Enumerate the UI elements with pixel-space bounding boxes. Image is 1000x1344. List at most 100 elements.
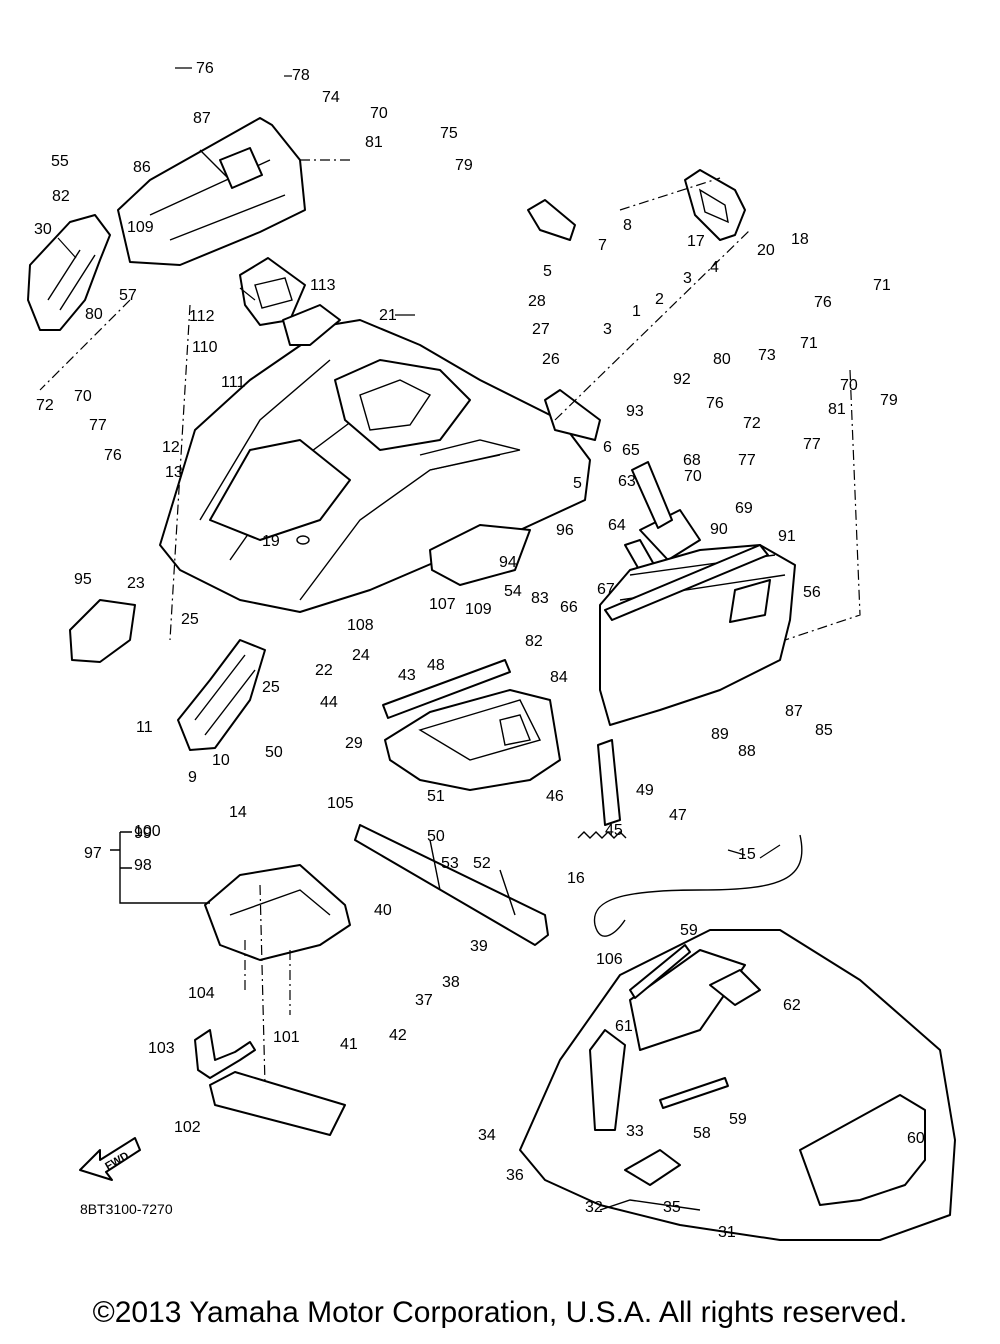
part-label: 87 bbox=[193, 110, 211, 127]
part-label: 93 bbox=[626, 403, 644, 420]
part-label: 105 bbox=[327, 795, 354, 812]
bracket-17 bbox=[684, 169, 746, 241]
part-label: 35 bbox=[663, 1199, 681, 1216]
part-label: 40 bbox=[374, 902, 392, 919]
part-label: 48 bbox=[427, 657, 445, 674]
part-label: 80 bbox=[85, 306, 103, 323]
part-label: 110 bbox=[192, 339, 218, 356]
part-label: 82 bbox=[52, 188, 70, 205]
part-label: 24 bbox=[352, 647, 370, 664]
part-label: 50 bbox=[265, 744, 283, 761]
part-label: 7 bbox=[598, 237, 607, 254]
part-label: 107 bbox=[429, 596, 456, 613]
leader-lines bbox=[57, 67, 781, 859]
part-label: 113 bbox=[310, 277, 336, 294]
part-label: 56 bbox=[803, 584, 821, 601]
part-label: 30 bbox=[34, 221, 52, 238]
strip-59b bbox=[659, 1077, 729, 1109]
diagram-code: 8BT3100-7270 bbox=[80, 1201, 173, 1217]
part-label: 21 bbox=[379, 307, 397, 324]
part-label: 70 bbox=[840, 377, 858, 394]
side-bracket-30 bbox=[27, 214, 111, 331]
part-label: 89 bbox=[711, 726, 729, 743]
part-label: 51 bbox=[427, 788, 445, 805]
part-label: 68 bbox=[683, 452, 701, 469]
part-label: 4 bbox=[710, 259, 719, 276]
inner-panel-57 bbox=[117, 117, 306, 266]
part-label: 104 bbox=[188, 985, 215, 1002]
part-label: 28 bbox=[528, 293, 546, 310]
hood-air-duct bbox=[209, 439, 351, 541]
part-label: 5 bbox=[573, 475, 582, 492]
part-label: 18 bbox=[791, 231, 809, 248]
part-label: 77 bbox=[803, 436, 821, 453]
part-label: 57 bbox=[119, 287, 137, 304]
part-label: 87 bbox=[785, 703, 803, 720]
part-label: 12 bbox=[162, 439, 180, 456]
part-label: 76 bbox=[706, 395, 724, 412]
part-label: 58 bbox=[693, 1125, 711, 1142]
part-label: 85 bbox=[815, 722, 833, 739]
part-label: 6 bbox=[603, 439, 612, 456]
spring-16 bbox=[577, 831, 627, 839]
part-label: 13 bbox=[165, 464, 183, 481]
part-label: 84 bbox=[550, 669, 568, 686]
part-label: 90 bbox=[710, 521, 728, 538]
part-label: 50 bbox=[427, 828, 445, 845]
part-label: 41 bbox=[340, 1036, 358, 1053]
part-label: 70 bbox=[684, 468, 702, 485]
part-label: 60 bbox=[907, 1130, 925, 1147]
part-label: 44 bbox=[320, 694, 338, 711]
part-label: 59 bbox=[729, 1111, 747, 1128]
part-label: 59 bbox=[680, 922, 698, 939]
part-label: 111 bbox=[221, 374, 245, 391]
duct-33 bbox=[589, 1029, 626, 1131]
part-label: 16 bbox=[567, 870, 585, 887]
part-label: 31 bbox=[718, 1224, 736, 1241]
group-bracket-97 bbox=[110, 831, 210, 904]
part-label: 92 bbox=[673, 371, 691, 388]
part-label: 8 bbox=[623, 217, 632, 234]
part-label: 5 bbox=[543, 263, 552, 280]
axle-bar-105 bbox=[354, 824, 549, 946]
part-label: 17 bbox=[687, 233, 705, 250]
part-label: 100 bbox=[134, 823, 161, 840]
part-label: 55 bbox=[51, 153, 69, 170]
part-label: 61 bbox=[615, 1018, 633, 1035]
part-label: 2 bbox=[655, 291, 664, 308]
part-label: 26 bbox=[542, 351, 560, 368]
part-label: 9 bbox=[188, 769, 197, 786]
bracket-7 bbox=[527, 199, 576, 241]
part-label: 82 bbox=[525, 633, 543, 650]
part-label: 109 bbox=[465, 601, 492, 618]
part-label: 14 bbox=[229, 804, 247, 821]
panel-61 bbox=[629, 949, 746, 1051]
vent-block bbox=[219, 147, 263, 189]
part-label: 10 bbox=[212, 752, 230, 769]
hose-103 bbox=[194, 1029, 256, 1079]
part-label: 46 bbox=[546, 788, 564, 805]
part-label: 91 bbox=[778, 528, 796, 545]
rail-43 bbox=[382, 659, 511, 719]
support-45 bbox=[597, 739, 621, 826]
part-label: 33 bbox=[626, 1123, 644, 1140]
part-label: 77 bbox=[89, 417, 107, 434]
bracket-95 bbox=[69, 599, 136, 663]
part-label: 70 bbox=[370, 105, 388, 122]
part-label: 94 bbox=[499, 554, 517, 571]
part-label: 96 bbox=[556, 522, 574, 539]
part-label: 81 bbox=[828, 401, 846, 418]
part-label: 97 bbox=[84, 845, 102, 862]
part-label: 73 bbox=[758, 347, 776, 364]
part-label: 43 bbox=[398, 667, 416, 684]
part-label: 53 bbox=[441, 855, 459, 872]
part-label: 83 bbox=[531, 590, 549, 607]
part-label: 79 bbox=[880, 392, 898, 409]
part-label: 47 bbox=[669, 807, 687, 824]
part-label: 75 bbox=[440, 125, 458, 142]
part-label: 67 bbox=[597, 581, 615, 598]
part-label: 52 bbox=[473, 855, 491, 872]
part-label: 36 bbox=[506, 1167, 524, 1184]
part-label: 78 bbox=[292, 67, 310, 84]
part-label: 106 bbox=[596, 951, 623, 968]
